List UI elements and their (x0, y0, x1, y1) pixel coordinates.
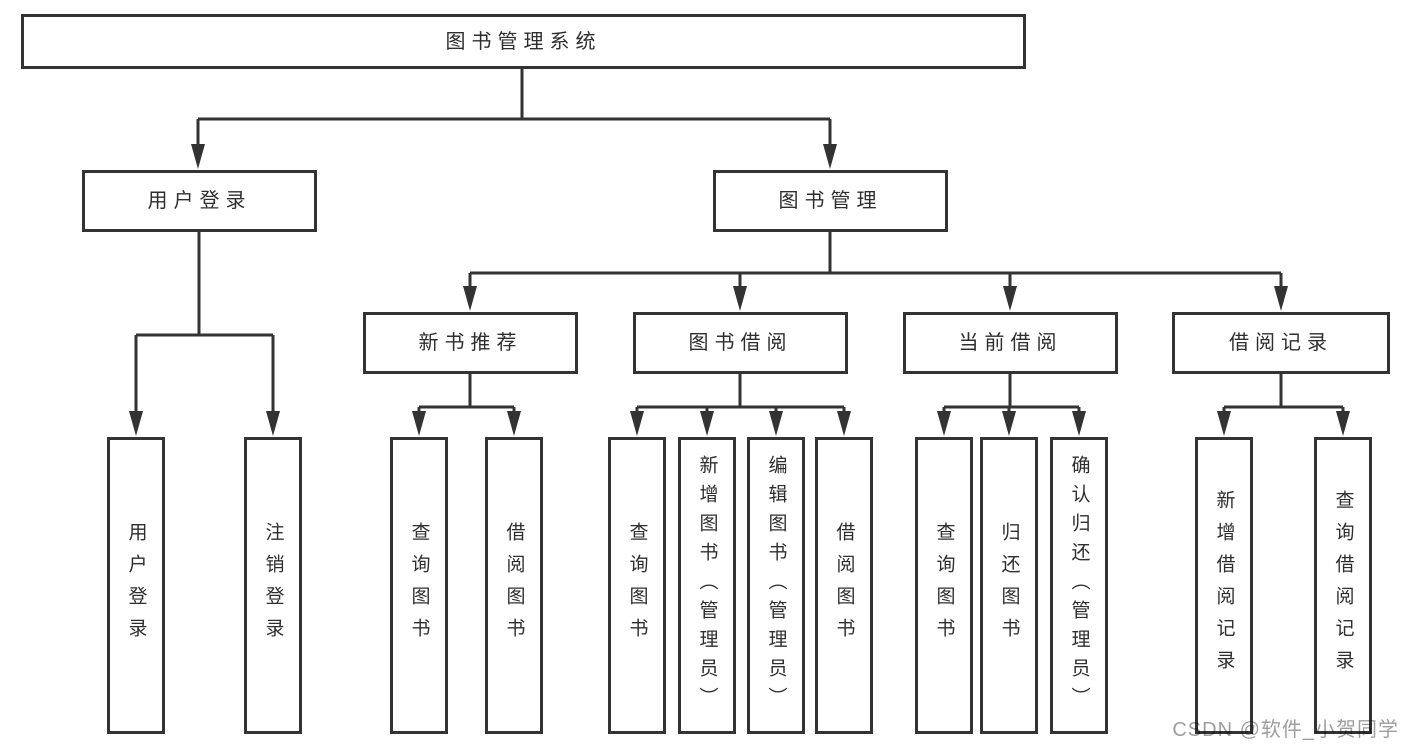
arrow-down-icons (129, 144, 1350, 436)
node-label: 新增图书（管理员） (696, 455, 718, 716)
node-label: 查询图书 (408, 521, 430, 650)
csdn-watermark: CSDN @软件_小贺同学 (1172, 719, 1399, 741)
leaf-borrow-books-recommend: 借阅图书 (485, 437, 543, 734)
node-label: 新增借阅记录 (1213, 489, 1235, 682)
node-book-borrow: 图书借阅 (633, 312, 848, 374)
node-borrow-record: 借阅记录 (1172, 312, 1390, 374)
node-label: 借阅记录 (1229, 332, 1333, 354)
node-label: 图书借阅 (688, 332, 793, 354)
node-label: 查询借阅记录 (1332, 489, 1354, 682)
node-label: 新书推荐 (418, 332, 523, 354)
leaf-borrow-books: 借阅图书 (815, 437, 873, 734)
node-label: 用户登录 (147, 190, 252, 212)
node-label: 归还图书 (998, 521, 1020, 650)
node-label: 编辑图书（管理员） (765, 455, 787, 716)
node-new-book-recommend: 新书推荐 (363, 312, 578, 374)
node-book-management: 图书管理 (713, 170, 948, 232)
node-library-management-system: 图书管理系统 (21, 14, 1026, 69)
node-label: 借阅图书 (503, 521, 525, 650)
node-current-borrow: 当前借阅 (903, 312, 1118, 374)
node-label: 注销登录 (262, 521, 284, 650)
node-user-login: 用户登录 (82, 170, 317, 232)
leaf-logout: 注销登录 (244, 437, 302, 734)
leaf-query-books-borrow: 查询图书 (608, 437, 666, 734)
leaf-query-borrow-record: 查询借阅记录 (1314, 437, 1372, 734)
leaf-add-books-admin: 新增图书（管理员） (678, 437, 736, 734)
node-label: 查询图书 (626, 521, 648, 650)
leaf-edit-books-admin: 编辑图书（管理员） (747, 437, 805, 734)
node-label: 借阅图书 (833, 521, 855, 650)
leaf-confirm-return-admin: 确认归还（管理员） (1050, 437, 1108, 734)
leaf-add-borrow-record: 新增借阅记录 (1195, 437, 1253, 734)
node-label: 查询图书 (933, 521, 955, 650)
leaf-query-books-recommend: 查询图书 (390, 437, 448, 734)
node-label: 确认归还（管理员） (1068, 455, 1090, 716)
node-label: 图书管理系统 (445, 30, 602, 53)
node-label: 当前借阅 (958, 332, 1063, 354)
node-label: 用户登录 (125, 521, 147, 650)
leaf-return-books: 归还图书 (980, 437, 1038, 734)
leaf-query-books-current: 查询图书 (915, 437, 973, 734)
node-label: 图书管理 (778, 190, 883, 212)
leaf-user-login: 用户登录 (107, 437, 165, 734)
